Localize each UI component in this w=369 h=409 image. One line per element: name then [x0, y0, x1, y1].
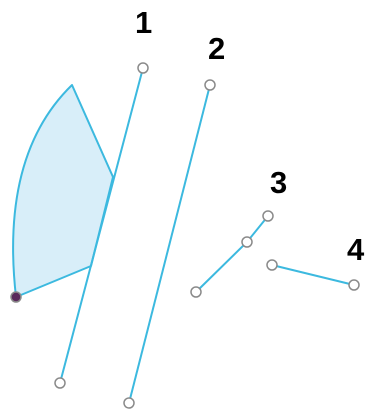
- line-1[interactable]: [59, 67, 144, 384]
- label-1: 1: [135, 5, 153, 40]
- label-2: 2: [208, 31, 226, 66]
- line-3-top-handle[interactable]: [262, 210, 274, 222]
- line-2[interactable]: [128, 84, 211, 404]
- sector-shape[interactable]: [12, 84, 114, 298]
- line-2-top-handle[interactable]: [204, 79, 216, 91]
- line-2-bottom-handle[interactable]: [123, 397, 135, 409]
- label-4: 4: [347, 232, 365, 267]
- line-3-mid-handle[interactable]: [241, 236, 253, 248]
- line-3-bottom-handle[interactable]: [190, 286, 202, 298]
- line-3[interactable]: [195, 215, 269, 293]
- sector-pivot-handle[interactable]: [10, 291, 22, 303]
- line-1-bottom-handle[interactable]: [54, 377, 66, 389]
- line-4[interactable]: [271, 264, 355, 286]
- label-3: 3: [270, 165, 288, 200]
- line-4-left-handle[interactable]: [266, 259, 278, 271]
- line-4-right-handle[interactable]: [348, 279, 360, 291]
- line-1-top-handle[interactable]: [137, 62, 149, 74]
